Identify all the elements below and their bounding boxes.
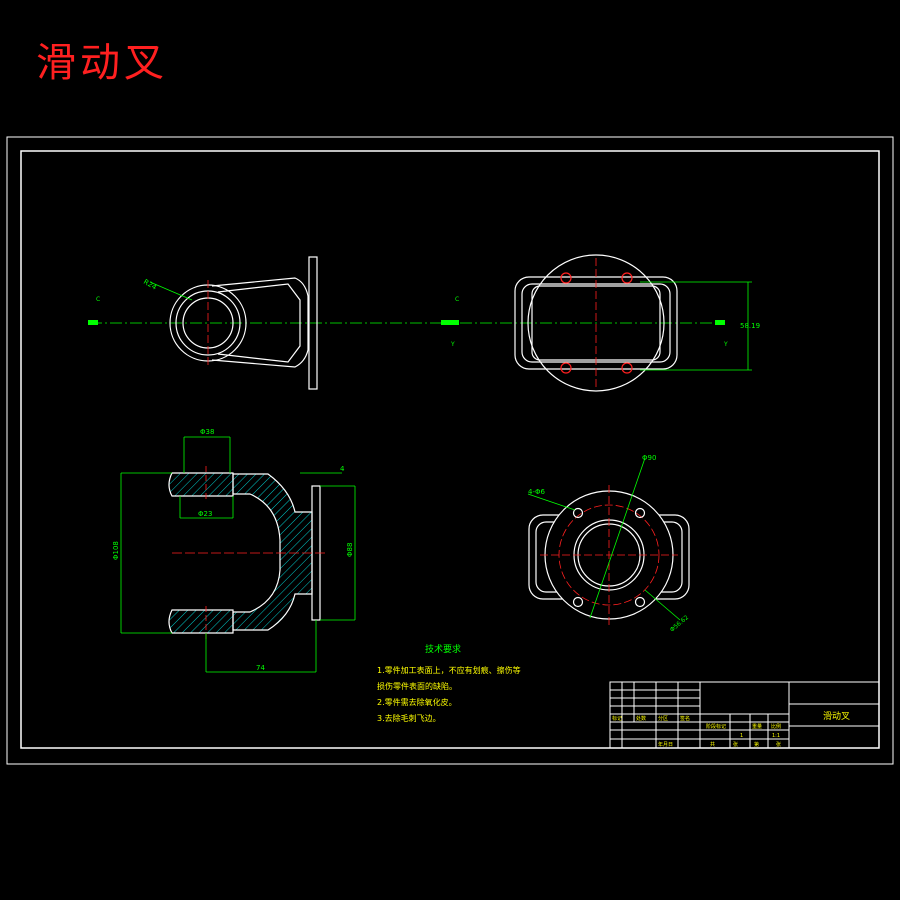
bolt-holes-label: 4-Φ6 (528, 488, 545, 496)
outer-border (6, 136, 894, 765)
notes-line3: 2.零件需去除氧化皮。 (377, 697, 457, 707)
top-radius-label: R24 (142, 278, 158, 292)
inner-border (20, 150, 880, 749)
top-ear (168, 472, 234, 497)
hole-bl (560, 362, 572, 374)
bottom-ear (168, 609, 234, 634)
tb-c10: 张 (733, 741, 738, 748)
hole-tr (621, 272, 633, 284)
notes-heading: 技术要求 (425, 643, 461, 655)
length-dim-label: 74 (256, 664, 265, 672)
flange-od-label: Φ90 (642, 454, 656, 462)
tb-c8: 比例 (771, 723, 781, 730)
flange-circle-top (527, 254, 665, 392)
hole-tl (560, 272, 572, 284)
tb-c2: 处数 (636, 715, 646, 722)
tb-c7: 重量 (752, 723, 762, 730)
width-dim-label: 58.19 (740, 322, 760, 330)
section-marker-2 (441, 320, 459, 325)
bolt-hole-2 (634, 507, 646, 519)
tb-c6: 阶段标记 (706, 723, 726, 730)
bolt-hole-4 (634, 596, 646, 608)
arm-body (211, 277, 309, 368)
end-view (527, 457, 690, 625)
section-view (120, 436, 356, 673)
tb-c5: 年月日 (658, 741, 673, 748)
tb-c9: 共 (710, 741, 715, 748)
arm-body-inner (217, 283, 301, 363)
section-c2-label: C (455, 296, 459, 303)
section-y2-label: Y (723, 341, 728, 348)
od-leader (589, 457, 646, 619)
bolt-hole-3 (572, 596, 584, 608)
bolt-circle-leader (644, 589, 681, 621)
tb-c12: 张 (776, 741, 781, 748)
tb-c4: 签名 (680, 715, 690, 722)
top-dia-label: Φ38 (200, 428, 214, 436)
tb-sheet: 1 (740, 733, 743, 739)
section-y1-label: Y (450, 341, 455, 348)
section-marker-1 (88, 320, 98, 325)
height-dim-label: Φ108 (112, 541, 120, 560)
flange-dim-label: Φ88 (346, 543, 354, 557)
holes-leader (527, 493, 576, 511)
flange-plate (308, 256, 318, 390)
title-block-frame (609, 681, 880, 749)
inner-dia-label: Φ23 (198, 510, 212, 518)
tb-scale: 1:1 (772, 733, 780, 739)
thickness-dim-label: 4 (340, 465, 345, 473)
section-c1-label: C (96, 296, 100, 303)
bolt-circle-label: Φ56.62 (669, 614, 690, 634)
page-title: 滑动叉 (36, 40, 168, 86)
notes-line2: 损伤零件表面的缺陷。 (377, 681, 457, 691)
section-hatch (232, 473, 313, 631)
notes-line1: 1.零件加工表面上，不应有划痕、擦伤等 (377, 665, 521, 675)
hole-br (621, 362, 633, 374)
side-view (90, 256, 450, 390)
tb-c11: 第 (754, 741, 759, 748)
bolt-hole-1 (572, 507, 584, 519)
section-marker-3 (715, 320, 725, 325)
title-block (609, 681, 880, 749)
top-view (460, 254, 752, 392)
tb-part-name: 滑动叉 (823, 711, 850, 722)
tb-c1: 标记 (612, 715, 622, 722)
tb-c3: 分区 (658, 715, 668, 722)
radius-leader (149, 281, 193, 301)
notes-line4: 3.去除毛刺飞边。 (377, 713, 441, 723)
